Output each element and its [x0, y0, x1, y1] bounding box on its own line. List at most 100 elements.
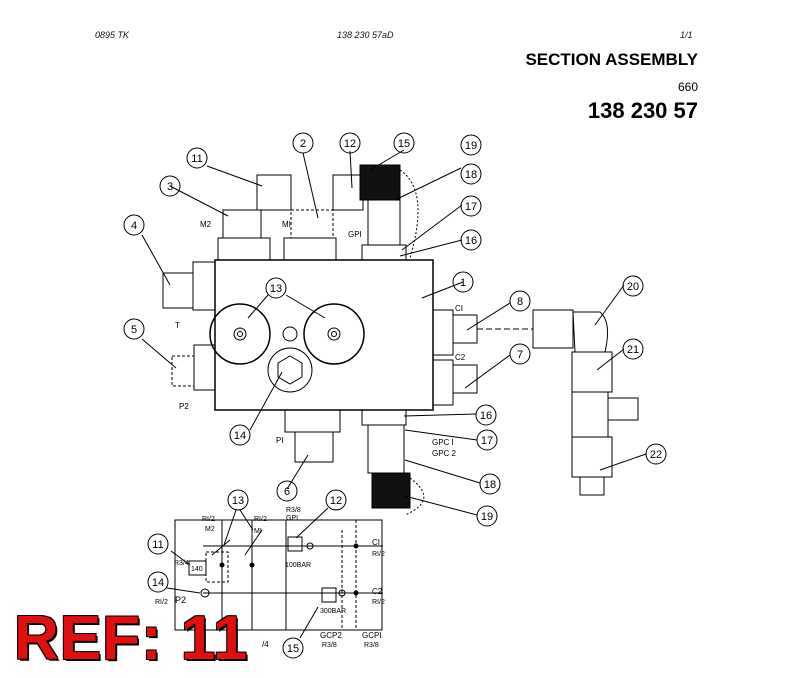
- balloon-11: 11: [186, 147, 208, 169]
- svg-text:R3/8: R3/8: [364, 642, 379, 649]
- label-gpc1: GPC I: [432, 438, 454, 447]
- svg-text:6: 6: [284, 486, 290, 498]
- svg-text:100BAR: 100BAR: [285, 562, 311, 569]
- svg-text:RI/2: RI/2: [372, 599, 385, 606]
- balloon-16b: 16: [475, 404, 497, 426]
- leader-lines: [141, 149, 647, 516]
- svg-text:3: 3: [167, 181, 173, 193]
- svg-text:/4: /4: [262, 640, 269, 649]
- svg-text:16: 16: [465, 235, 477, 247]
- balloon-19b: 19: [476, 505, 498, 527]
- balloon-18b: 18: [479, 473, 501, 495]
- balloon-15: 15: [393, 132, 415, 154]
- svg-text:140: 140: [191, 566, 203, 573]
- svg-text:7: 7: [517, 349, 523, 361]
- balloon-12: 12: [339, 132, 361, 154]
- svg-text:12: 12: [344, 138, 356, 150]
- balloon-17b: 17: [476, 429, 498, 451]
- svg-text:R3/8: R3/8: [286, 507, 301, 514]
- svg-text:GCP2: GCP2: [320, 631, 342, 640]
- svg-text:19: 19: [481, 511, 493, 523]
- balloon-20: 20: [622, 275, 644, 297]
- svg-text:11: 11: [191, 153, 202, 165]
- label-c2: C2: [455, 353, 466, 362]
- balloon-3: 3: [159, 175, 181, 197]
- svg-text:1: 1: [460, 277, 466, 289]
- label-p2: P2: [179, 402, 189, 411]
- svg-text:13: 13: [232, 495, 244, 507]
- balloon-4: 4: [123, 214, 145, 236]
- svg-text:M2: M2: [205, 526, 215, 533]
- part-number: 138 230 57: [587, 98, 698, 123]
- svg-text:GPI: GPI: [286, 515, 298, 522]
- svg-text:2: 2: [300, 138, 306, 150]
- svg-text:4: 4: [131, 220, 137, 232]
- balloon-18: 18: [460, 163, 482, 185]
- balloon-2: 2: [292, 132, 314, 154]
- balloons: 1 2 3 4 5 6 7 8 11 12 13 15 19 18 17 16 …: [123, 132, 667, 527]
- balloon-1: 1: [452, 271, 474, 293]
- svg-text:16: 16: [480, 410, 492, 422]
- svg-text:14: 14: [152, 577, 164, 589]
- balloon-17: 17: [460, 195, 482, 217]
- doc-code: 0895 TK: [95, 30, 130, 40]
- svg-text:18: 18: [484, 479, 496, 491]
- hydraulic-schematic: 13 12 11 14 15 RI/2 RI/2 R3/8 GPI M2 MI …: [147, 489, 385, 659]
- svg-text:C2: C2: [372, 587, 383, 596]
- page-subtitle: 660: [677, 80, 698, 94]
- label-pi: PI: [276, 436, 284, 445]
- balloon-15-schematic: 15: [282, 637, 304, 659]
- balloon-5: 5: [123, 318, 145, 340]
- svg-text:13: 13: [270, 283, 282, 295]
- balloon-14-schematic: 14: [147, 571, 169, 593]
- label-gpi: GPI: [348, 230, 362, 239]
- page-number: 1/1: [680, 30, 693, 40]
- valve-body: [162, 164, 639, 516]
- balloon-16: 16: [460, 229, 482, 251]
- balloon-19: 19: [460, 134, 482, 156]
- reference-overlay-label: REF: 11: [14, 604, 249, 673]
- svg-text:R3/4: R3/4: [174, 560, 189, 567]
- svg-text:14: 14: [234, 430, 246, 442]
- svg-text:R3/8: R3/8: [322, 642, 337, 649]
- svg-text:MI: MI: [254, 528, 262, 535]
- svg-text:8: 8: [517, 296, 523, 308]
- svg-text:GCPI: GCPI: [362, 631, 382, 640]
- balloon-13-schematic: 13: [227, 489, 249, 511]
- svg-text:5: 5: [131, 324, 137, 336]
- doc-reference: 138 230 57aD: [337, 30, 394, 40]
- label-ci: CI: [455, 304, 463, 313]
- svg-text:18: 18: [465, 169, 477, 181]
- port-labels: M2 MI GPI T P2 PI CI C2 GPC I GPC 2: [175, 220, 466, 458]
- svg-text:22: 22: [650, 449, 662, 461]
- balloon-13: 13: [265, 277, 287, 299]
- balloon-8: 8: [509, 290, 531, 312]
- balloon-14: 14: [229, 424, 251, 446]
- svg-text:15: 15: [287, 643, 299, 655]
- svg-text:RI/2: RI/2: [202, 516, 215, 523]
- svg-text:20: 20: [627, 281, 639, 293]
- balloon-22: 22: [645, 443, 667, 465]
- svg-text:CI: CI: [372, 538, 380, 547]
- label-m2: M2: [200, 220, 212, 229]
- balloon-11-schematic: 11: [147, 533, 169, 555]
- svg-text:17: 17: [465, 201, 477, 213]
- balloon-21: 21: [622, 338, 644, 360]
- balloon-12-schematic: 12: [325, 489, 347, 511]
- svg-text:RI/2: RI/2: [155, 599, 168, 606]
- svg-text:300BAR: 300BAR: [320, 608, 346, 615]
- page-title: SECTION ASSEMBLY: [525, 50, 698, 69]
- svg-text:12: 12: [330, 495, 342, 507]
- label-mi: MI: [282, 220, 291, 229]
- label-t: T: [175, 321, 180, 330]
- svg-text:RI/2: RI/2: [372, 551, 385, 558]
- svg-text:11: 11: [152, 539, 163, 551]
- svg-text:15: 15: [398, 138, 410, 150]
- svg-text:P2: P2: [175, 595, 186, 605]
- svg-text:21: 21: [627, 344, 639, 356]
- label-gpc2: GPC 2: [432, 449, 457, 458]
- balloon-6: 6: [276, 480, 298, 502]
- svg-text:17: 17: [481, 435, 493, 447]
- svg-text:19: 19: [465, 140, 477, 152]
